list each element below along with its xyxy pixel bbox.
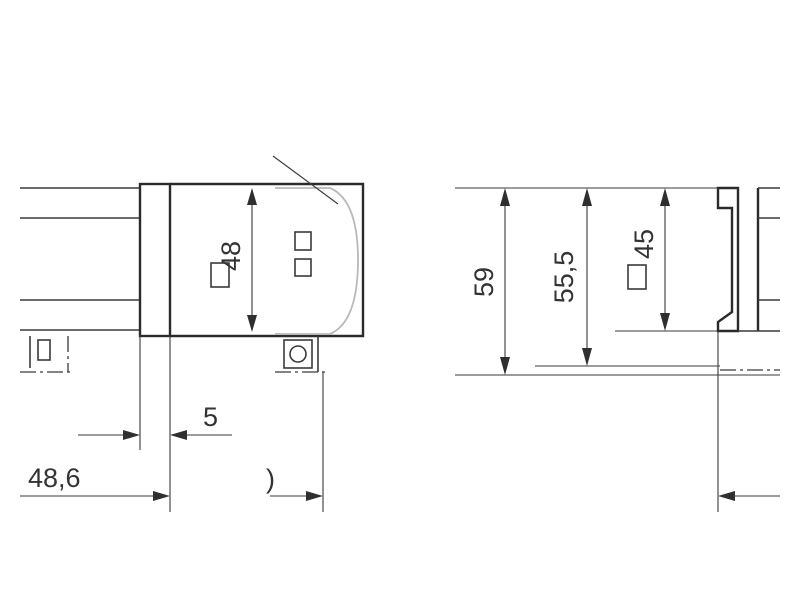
- pin-symbol-2: [294, 258, 312, 277]
- dim-right-arrow: [718, 491, 735, 501]
- dim-48-arrow-bottom: [247, 315, 257, 332]
- right-view: 59 55,5 45: [455, 186, 780, 512]
- dim-5-arrow-left: [123, 430, 140, 440]
- dim-55-5-arrow-bottom: [582, 348, 592, 366]
- dim-5-label: 5: [203, 402, 218, 432]
- dim-45-arrow-bottom: [660, 313, 670, 331]
- dim-48-arrow-top: [247, 188, 257, 205]
- dim-55-5-label: 55,5: [549, 251, 579, 304]
- rail-profile: [716, 186, 740, 333]
- terminal-left-box: [37, 339, 51, 361]
- dim-48-6-label: 48,6: [28, 463, 81, 493]
- pin-symbol-1: [294, 231, 312, 251]
- dim-45-arrow-top: [660, 188, 670, 206]
- square-symbol-48: [210, 262, 230, 288]
- dim-partial-label: ): [266, 464, 275, 494]
- leader-line: [272, 155, 339, 205]
- dim-48-6-arrow: [153, 491, 170, 501]
- terminal-right-hole: [289, 345, 307, 363]
- dim-59-arrow-top: [500, 188, 510, 206]
- terminal-right-box: [283, 339, 313, 369]
- end-cap: [138, 182, 172, 338]
- dim-partial-arrow: [306, 491, 323, 501]
- dim-45-label: 45: [629, 229, 659, 259]
- dim-59-label: 59: [469, 267, 499, 297]
- dim-5-arrow-right: [170, 430, 187, 440]
- square-symbol-45: [627, 264, 647, 290]
- dim-48-label: 48: [216, 241, 246, 271]
- dim-55-5-arrow-top: [582, 188, 592, 206]
- grey-cap-outline: [275, 187, 359, 335]
- left-view: 48 5 48,6 ): [20, 155, 365, 512]
- connector-housing: [170, 182, 365, 338]
- dim-59-arrow-bottom: [500, 357, 510, 375]
